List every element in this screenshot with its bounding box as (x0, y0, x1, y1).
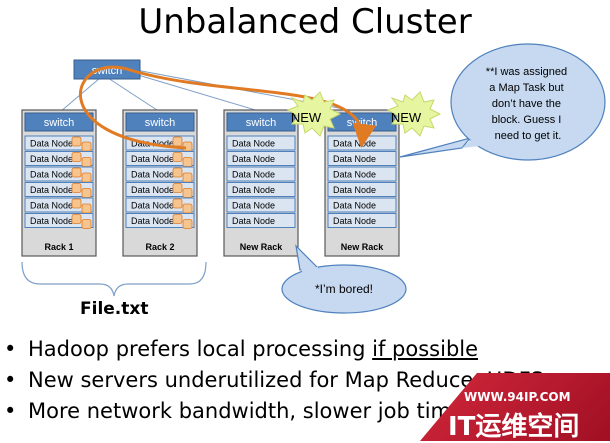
data-node-label: Data Node (333, 170, 376, 180)
data-node-label: Data Node (131, 154, 174, 164)
data-node (226, 197, 296, 213)
rack-name: Rack 2 (145, 242, 174, 252)
data-block (182, 188, 193, 198)
rack-switch (24, 112, 94, 132)
slide-title: Unbalanced Cluster (138, 2, 472, 42)
data-block (71, 152, 82, 162)
data-node (226, 166, 296, 182)
data-node-label: Data Node (232, 170, 275, 180)
data-block (71, 198, 82, 209)
data-node (327, 166, 397, 182)
data-node (327, 197, 397, 213)
data-node-label: Data Node (333, 201, 376, 211)
callout-assigned-line: block. Guess I (492, 114, 562, 126)
data-block (71, 183, 82, 193)
rack-switch-label: switch (44, 117, 75, 129)
data-block (71, 136, 82, 147)
data-block (172, 167, 183, 178)
data-node-label: Data Node (30, 185, 73, 195)
data-node-label: Data Node (232, 216, 275, 226)
data-block (172, 198, 183, 209)
data-block (71, 167, 82, 178)
data-block (71, 214, 82, 224)
rack-name: Rack 1 (44, 242, 73, 252)
data-node-label: Data Node (30, 201, 73, 211)
data-node-label: Data Node (333, 154, 376, 164)
data-block (81, 141, 92, 152)
callout-assigned-text: **I was assigned a Map Task but don’t ha… (486, 66, 570, 142)
data-node-label: Data Node (232, 154, 275, 164)
rack-name: New Rack (341, 242, 385, 252)
data-block (172, 136, 183, 147)
bullet-item: •More network bandwidth, slower job time… (4, 399, 496, 423)
data-block (81, 188, 92, 198)
data-node-label: Data Node (333, 185, 376, 195)
callout-assigned: **I was assigned a Map Task but don’t ha… (399, 43, 606, 161)
data-node-label: Data Node (131, 185, 174, 195)
data-block (172, 214, 183, 224)
data-node (327, 182, 397, 197)
bullet-text: Hadoop prefers local processing (28, 337, 373, 361)
data-block (81, 157, 92, 167)
new-badge-1-label: NEW (291, 110, 322, 125)
data-block (182, 157, 193, 167)
data-block (182, 219, 193, 229)
callout-assigned-line: a Map Task but (489, 82, 563, 94)
data-block (81, 219, 92, 229)
data-node (226, 135, 296, 151)
callout-assigned-line: don’t have the (492, 98, 561, 110)
bullet-item: •Hadoop prefers local processing if poss… (4, 337, 479, 361)
callout-bored: *I’m bored! (281, 244, 407, 314)
data-node-label: Data Node (30, 216, 73, 226)
data-node (226, 213, 296, 228)
data-node (226, 182, 296, 197)
data-block (172, 183, 183, 193)
data-node-label: Data Node (232, 139, 275, 149)
bullet-list: •Hadoop prefers local processing if poss… (4, 334, 610, 427)
data-block (81, 203, 92, 214)
bullet-item: •New servers underutilized for Map Reduc… (4, 368, 544, 392)
data-node-label: Data Node (30, 170, 73, 180)
rack-switch-label: switch (145, 117, 176, 129)
data-node-label: Data Node (232, 185, 275, 195)
rack-switch-label: switch (246, 117, 277, 129)
data-node (327, 213, 397, 228)
data-node-label: Data Node (232, 201, 275, 211)
bullet-text: More network bandwidth, slower job times… (28, 399, 496, 423)
bullet-text: New servers underutilized for Map Reduce… (28, 368, 544, 392)
data-block (182, 172, 193, 183)
data-block (172, 152, 183, 162)
new-badge-2-label: NEW (391, 110, 422, 125)
data-node-label: Data Node (333, 216, 376, 226)
rack-switch (125, 112, 195, 132)
data-node-label: Data Node (131, 170, 174, 180)
callout-bored-text: *I’m bored! (315, 282, 373, 296)
rack-name: New Rack (240, 242, 284, 252)
data-node (226, 151, 296, 166)
data-node-label: Data Node (333, 139, 376, 149)
bullet-underlined-text: if possible (372, 337, 479, 361)
data-block (81, 172, 92, 183)
callout-assigned-line: **I was assigned (486, 66, 567, 78)
watermark-url: WWW.94IP.COM (464, 390, 571, 404)
data-node-label: Data Node (30, 154, 73, 164)
new-badge-1: NEW (286, 91, 342, 137)
data-node-label: Data Node (131, 201, 174, 211)
new-badge-2: NEW (386, 91, 442, 137)
watermark-name: IT运维空间 (448, 412, 580, 442)
file-label: File.txt (80, 299, 149, 319)
data-node-label: Data Node (131, 216, 174, 226)
file-bracket (21, 261, 207, 297)
callout-assigned-line: need to get it. (495, 130, 562, 142)
data-block (182, 203, 193, 214)
data-node-label: Data Node (30, 139, 73, 149)
data-node (327, 151, 397, 166)
